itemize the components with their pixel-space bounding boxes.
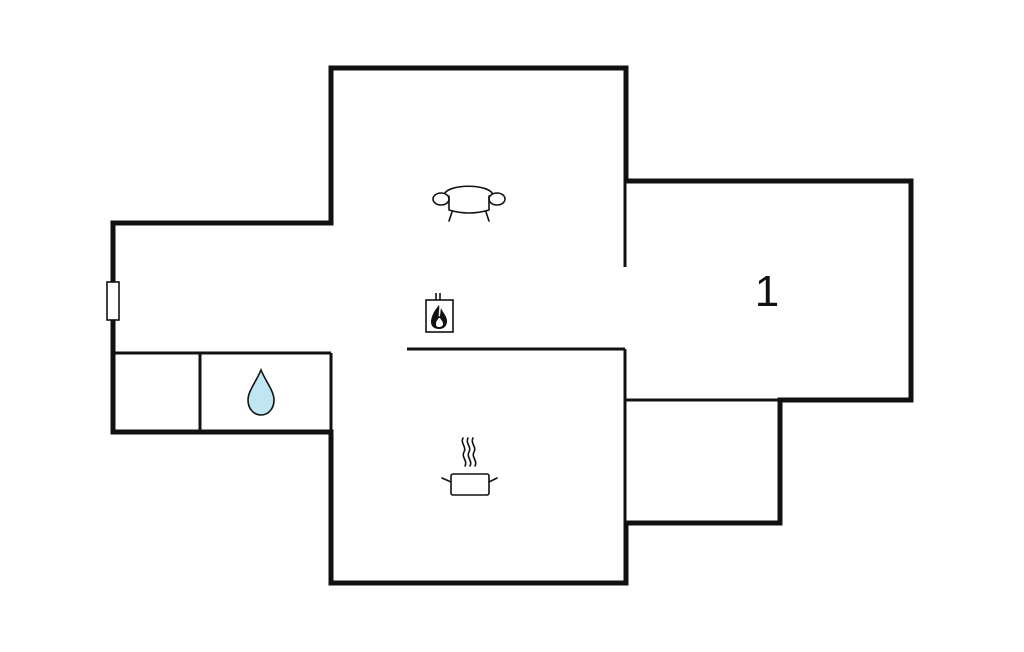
water-drop-icon — [247, 367, 275, 416]
window — [106, 281, 120, 321]
room-number-label: 1 — [755, 267, 779, 316]
outer-wall — [110, 65, 914, 586]
sofa-icon — [432, 185, 506, 222]
fireplace-icon — [425, 293, 454, 333]
cooking-pot-icon — [441, 437, 498, 496]
